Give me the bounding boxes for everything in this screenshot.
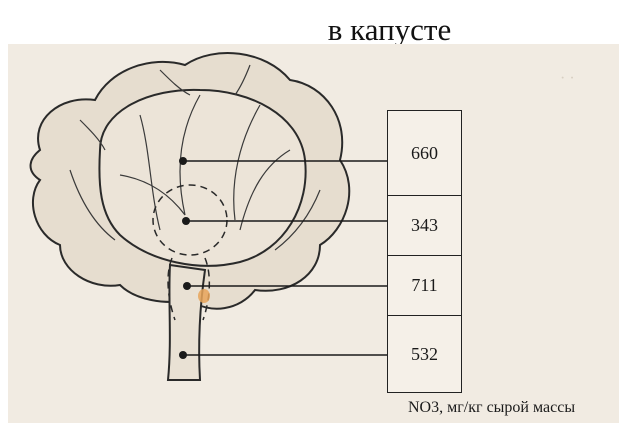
value-box-outer-head: 660 (387, 110, 462, 196)
units-caption: NO3, мг/кг сырой массы (408, 399, 575, 417)
value-box-lower-stem: 532 (387, 315, 462, 393)
value-box-upper-stem: 711 (387, 255, 462, 316)
stain-spot (198, 289, 210, 303)
value-box-core: 343 (387, 195, 462, 256)
